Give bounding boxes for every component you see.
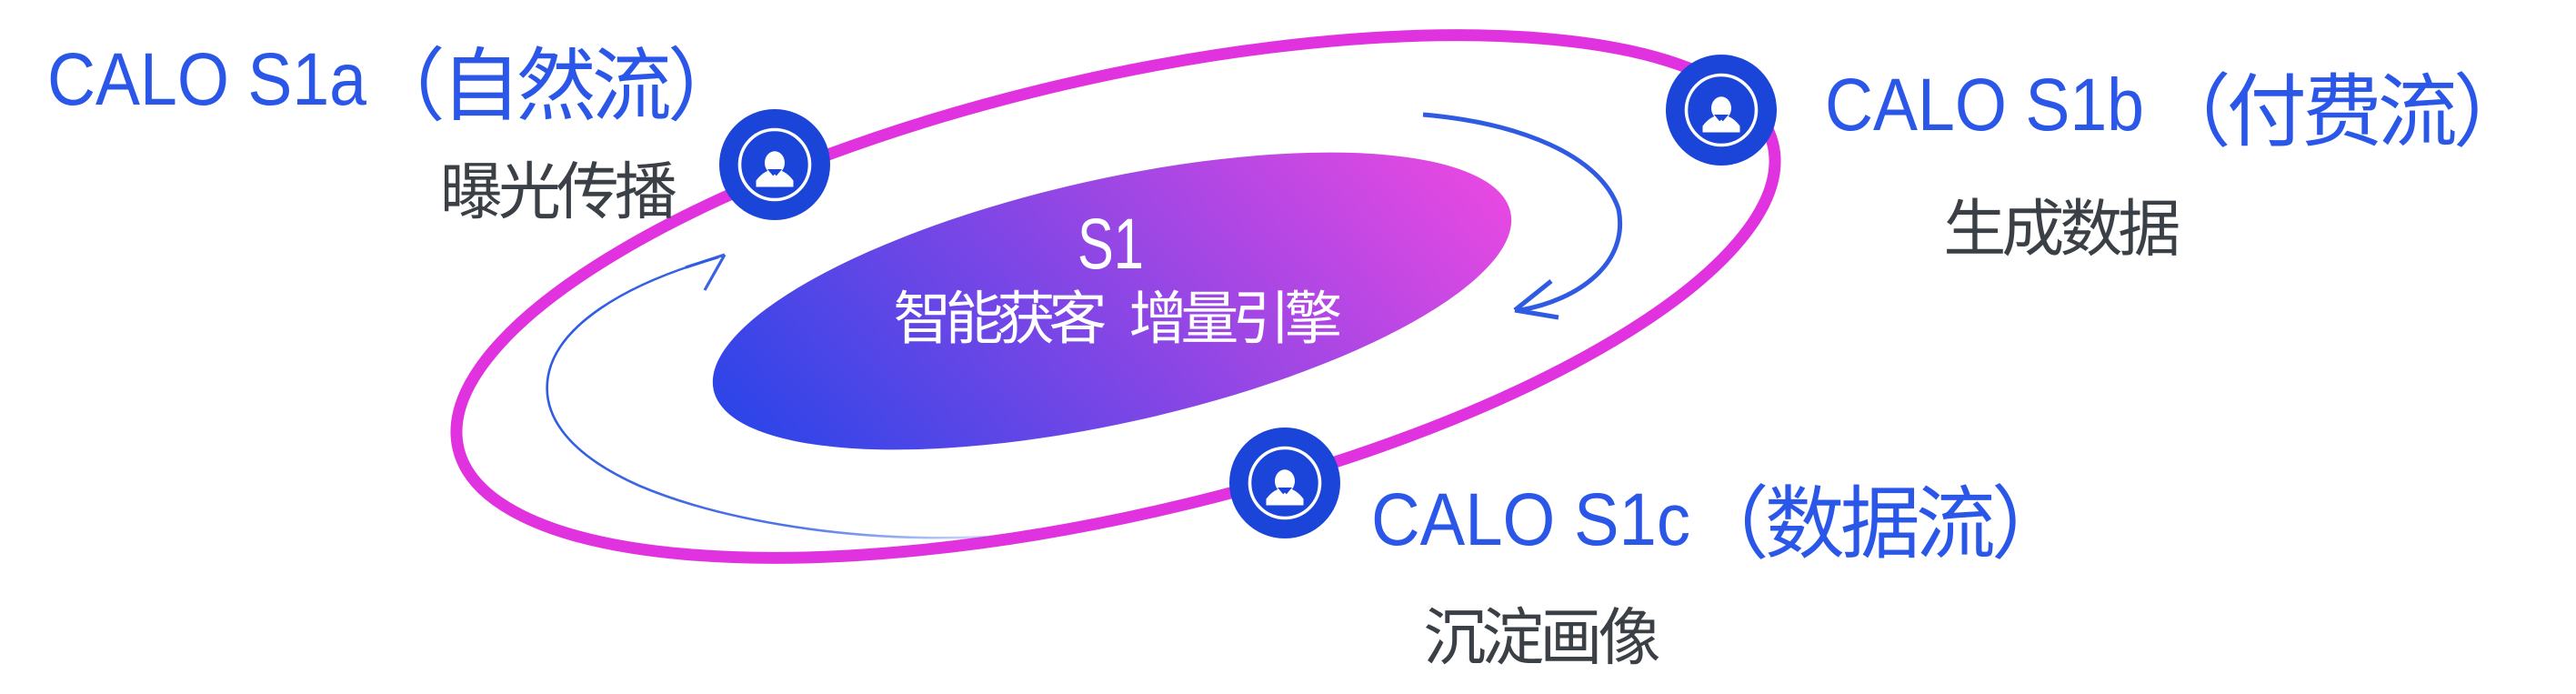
svg-text:CALO S1a: CALO S1a	[47, 38, 366, 121]
svg-text:CALO S1c: CALO S1c	[1371, 478, 1690, 561]
svg-text:CALO S1b: CALO S1b	[1825, 64, 2144, 146]
svg-text:S1: S1	[1078, 203, 1144, 284]
